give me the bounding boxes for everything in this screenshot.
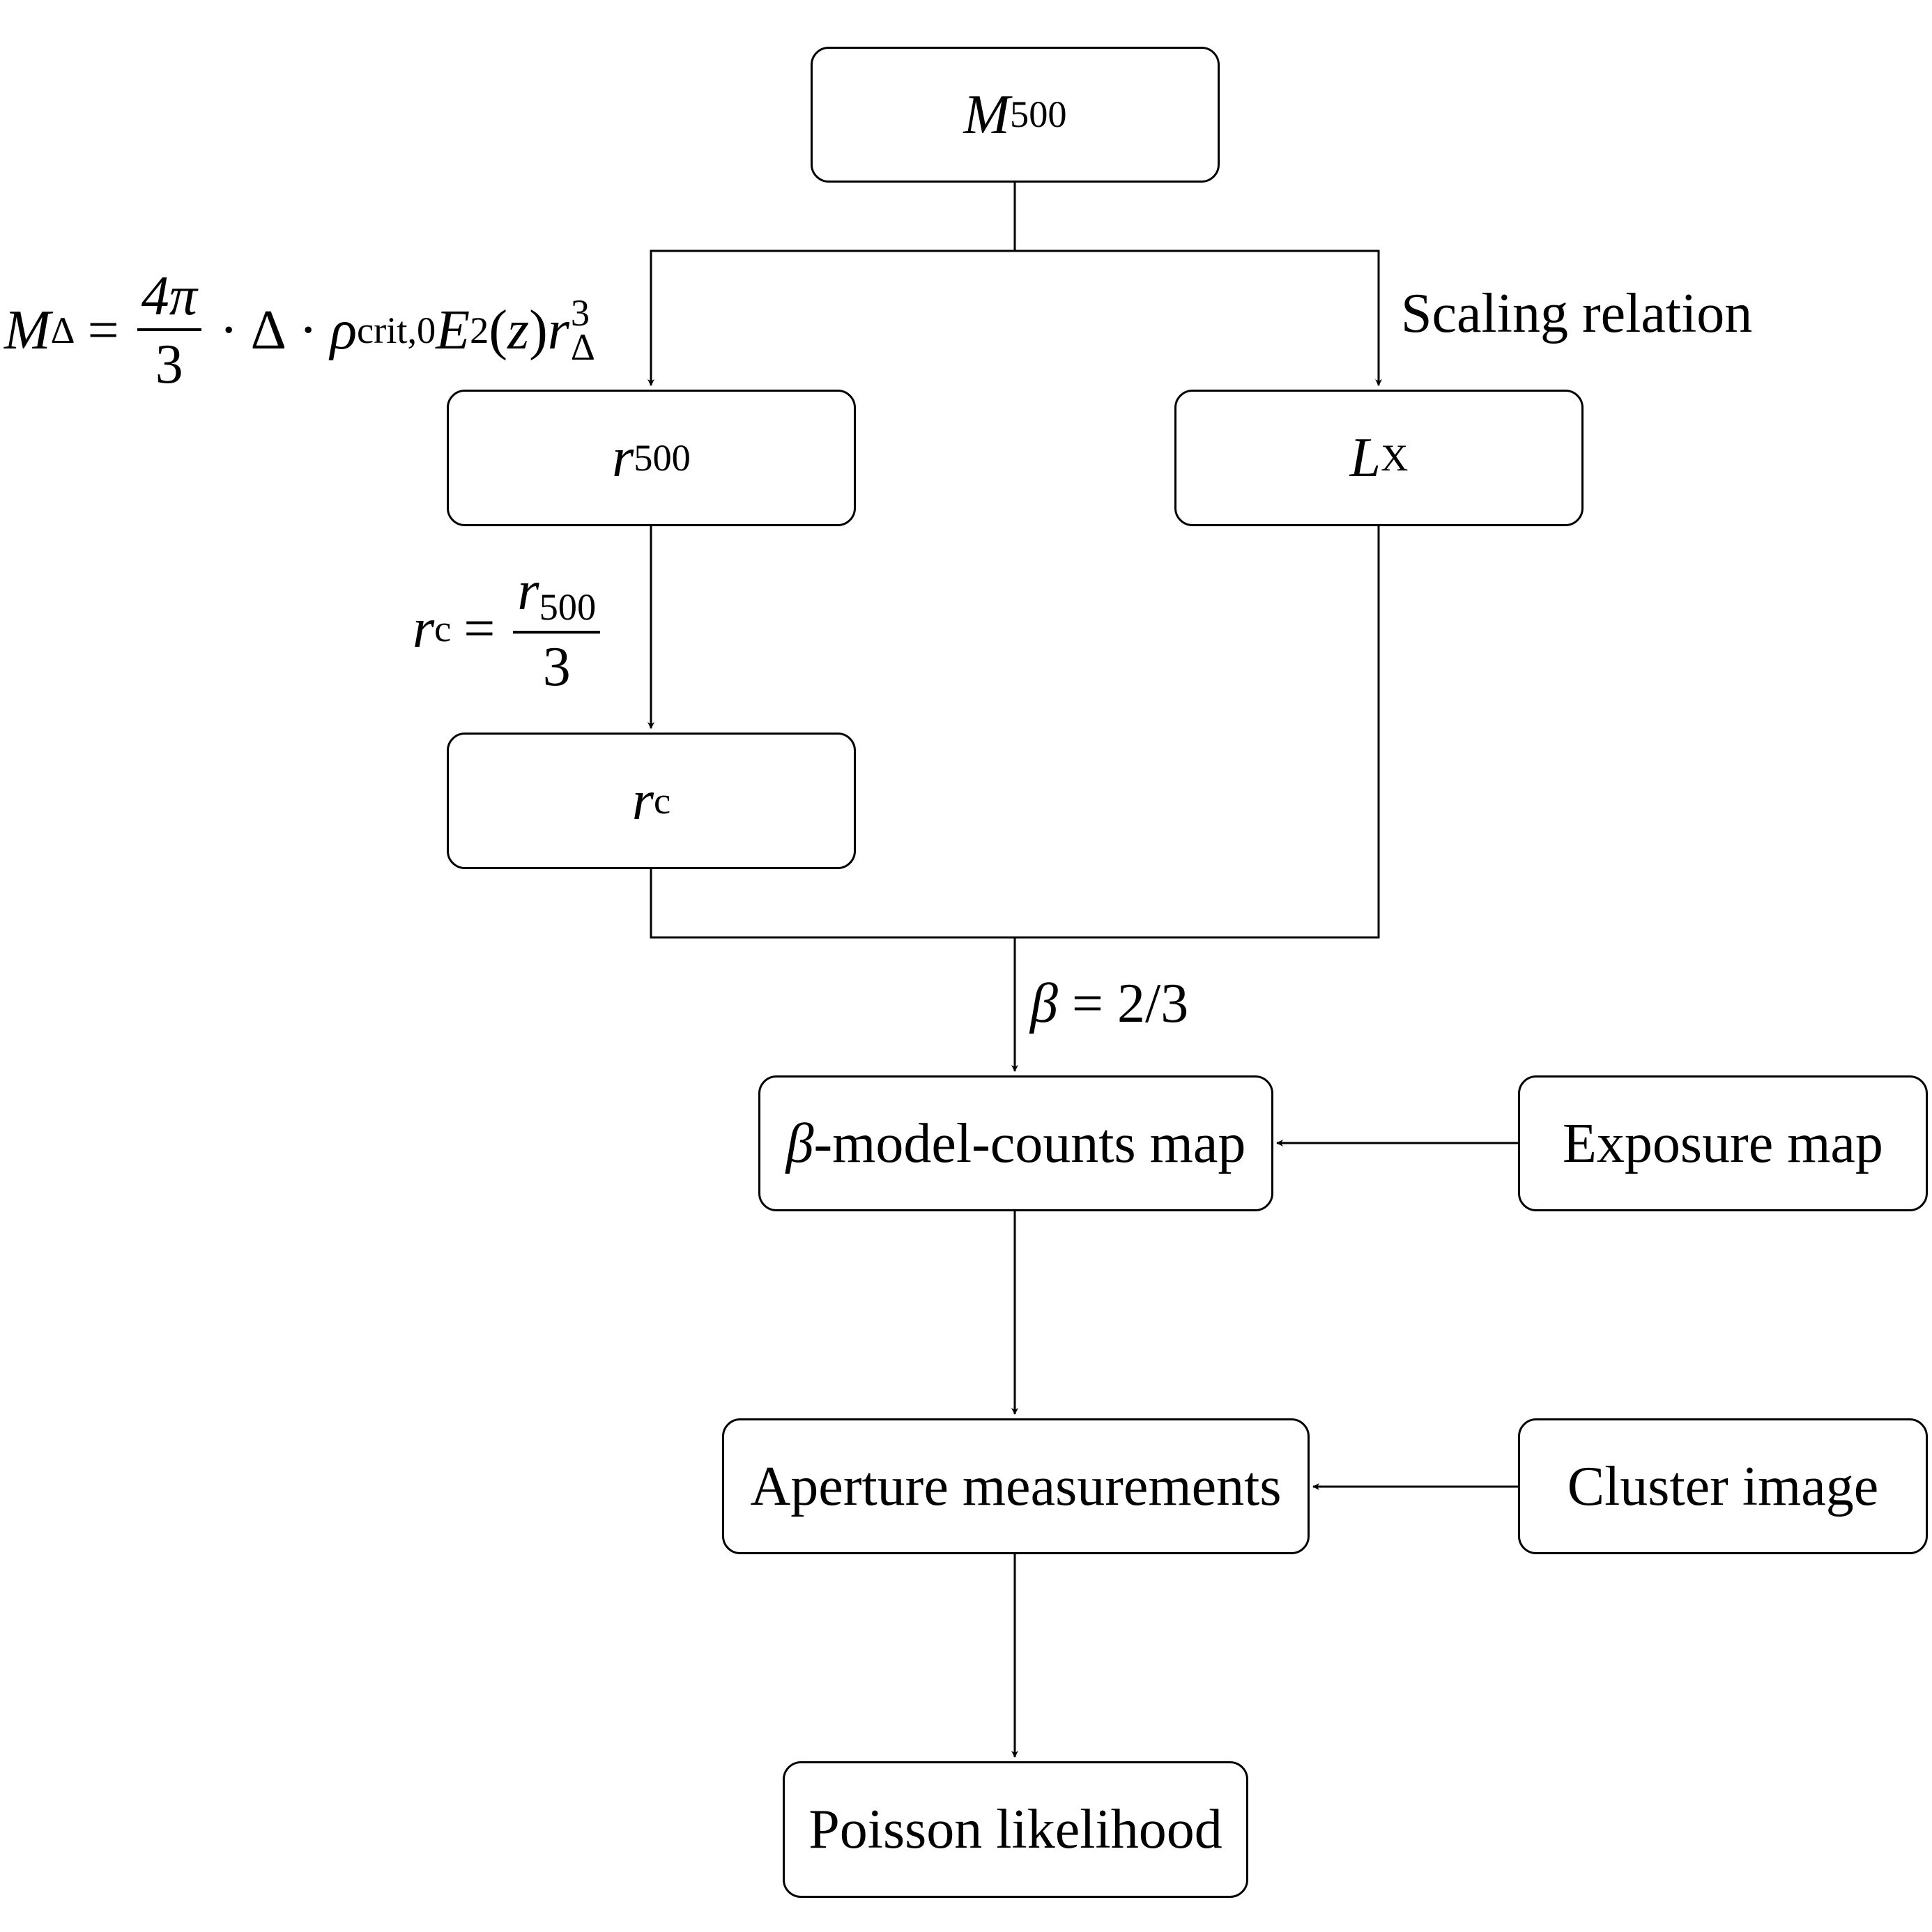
mass-dot1: · xyxy=(219,300,238,361)
mass-z-close: ) xyxy=(529,300,548,361)
node-beta-model-counts-map: β-model-counts map xyxy=(758,1075,1273,1211)
mass-r-sup: 3 xyxy=(570,292,590,335)
cluster-image-text: Cluster image xyxy=(1567,1455,1879,1517)
r500-sub: 500 xyxy=(634,436,691,479)
connector-m500-split xyxy=(647,183,1016,386)
mass-equals: = xyxy=(87,300,119,361)
mass-e-sup: 2 xyxy=(470,309,489,351)
node-aperture-measurements: Aperture measurements xyxy=(722,1418,1310,1554)
exposure-map-text: Exposure map xyxy=(1563,1112,1883,1174)
node-poisson-likelihood: Poisson likelihood xyxy=(783,1761,1248,1898)
connector-rc-merge xyxy=(650,526,1380,939)
rc-num-symbol: r xyxy=(517,560,539,622)
lx-symbol: L xyxy=(1349,427,1381,489)
rc-sub: c xyxy=(653,779,671,822)
rc-fraction: r500 3 xyxy=(513,560,601,698)
beta-map-text: -model-counts map xyxy=(813,1112,1246,1174)
connector-m500-lx xyxy=(1015,250,1382,386)
mass-r-sub: Δ xyxy=(570,326,595,368)
mass-fraction: 4π 3 xyxy=(137,268,201,392)
mass-delta: Δ xyxy=(250,300,286,361)
rc-symbol: r xyxy=(631,770,654,831)
mass-dot2: · xyxy=(298,300,318,361)
scaling-relation-label: Scaling relation xyxy=(1401,283,1753,344)
beta-label-symbol: β xyxy=(1030,973,1058,1034)
mass-z: z xyxy=(507,300,530,361)
mass-z-open: ( xyxy=(489,300,507,361)
mass-frac-den: 3 xyxy=(155,334,183,395)
mass-r: r xyxy=(547,300,569,361)
r500-symbol: r xyxy=(612,427,634,489)
node-cluster-image: Cluster image xyxy=(1518,1418,1928,1554)
mass-rho-sub: crit,0 xyxy=(356,309,436,351)
mass-lhs-symbol: M xyxy=(4,300,51,361)
aperture-text: Aperture measurements xyxy=(750,1455,1282,1517)
mass-frac-num: 4π xyxy=(137,268,201,331)
rc-equals: = xyxy=(463,598,496,660)
mass-rho: ρ xyxy=(330,300,357,361)
mass-e: E xyxy=(436,300,470,361)
m500-symbol: M xyxy=(963,84,1011,146)
poisson-text: Poisson likelihood xyxy=(808,1799,1222,1860)
mass-lhs-sub: Δ xyxy=(50,309,75,351)
rc-lhs-symbol: r xyxy=(413,598,435,660)
beta-label: β = 2/3 xyxy=(1030,976,1188,1032)
rc-num-sub: 500 xyxy=(539,586,597,629)
rc-lhs-sub: c xyxy=(434,608,452,650)
node-exposure-map: Exposure map xyxy=(1518,1075,1928,1211)
lx-sub: X xyxy=(1381,436,1409,479)
rc-frac-den: 3 xyxy=(542,636,571,698)
beta-label-rest: = 2/3 xyxy=(1057,973,1189,1034)
m500-sub: 500 xyxy=(1010,93,1067,136)
rc-frac-num: r500 xyxy=(513,560,601,634)
beta-map-symbol: β xyxy=(785,1112,814,1174)
